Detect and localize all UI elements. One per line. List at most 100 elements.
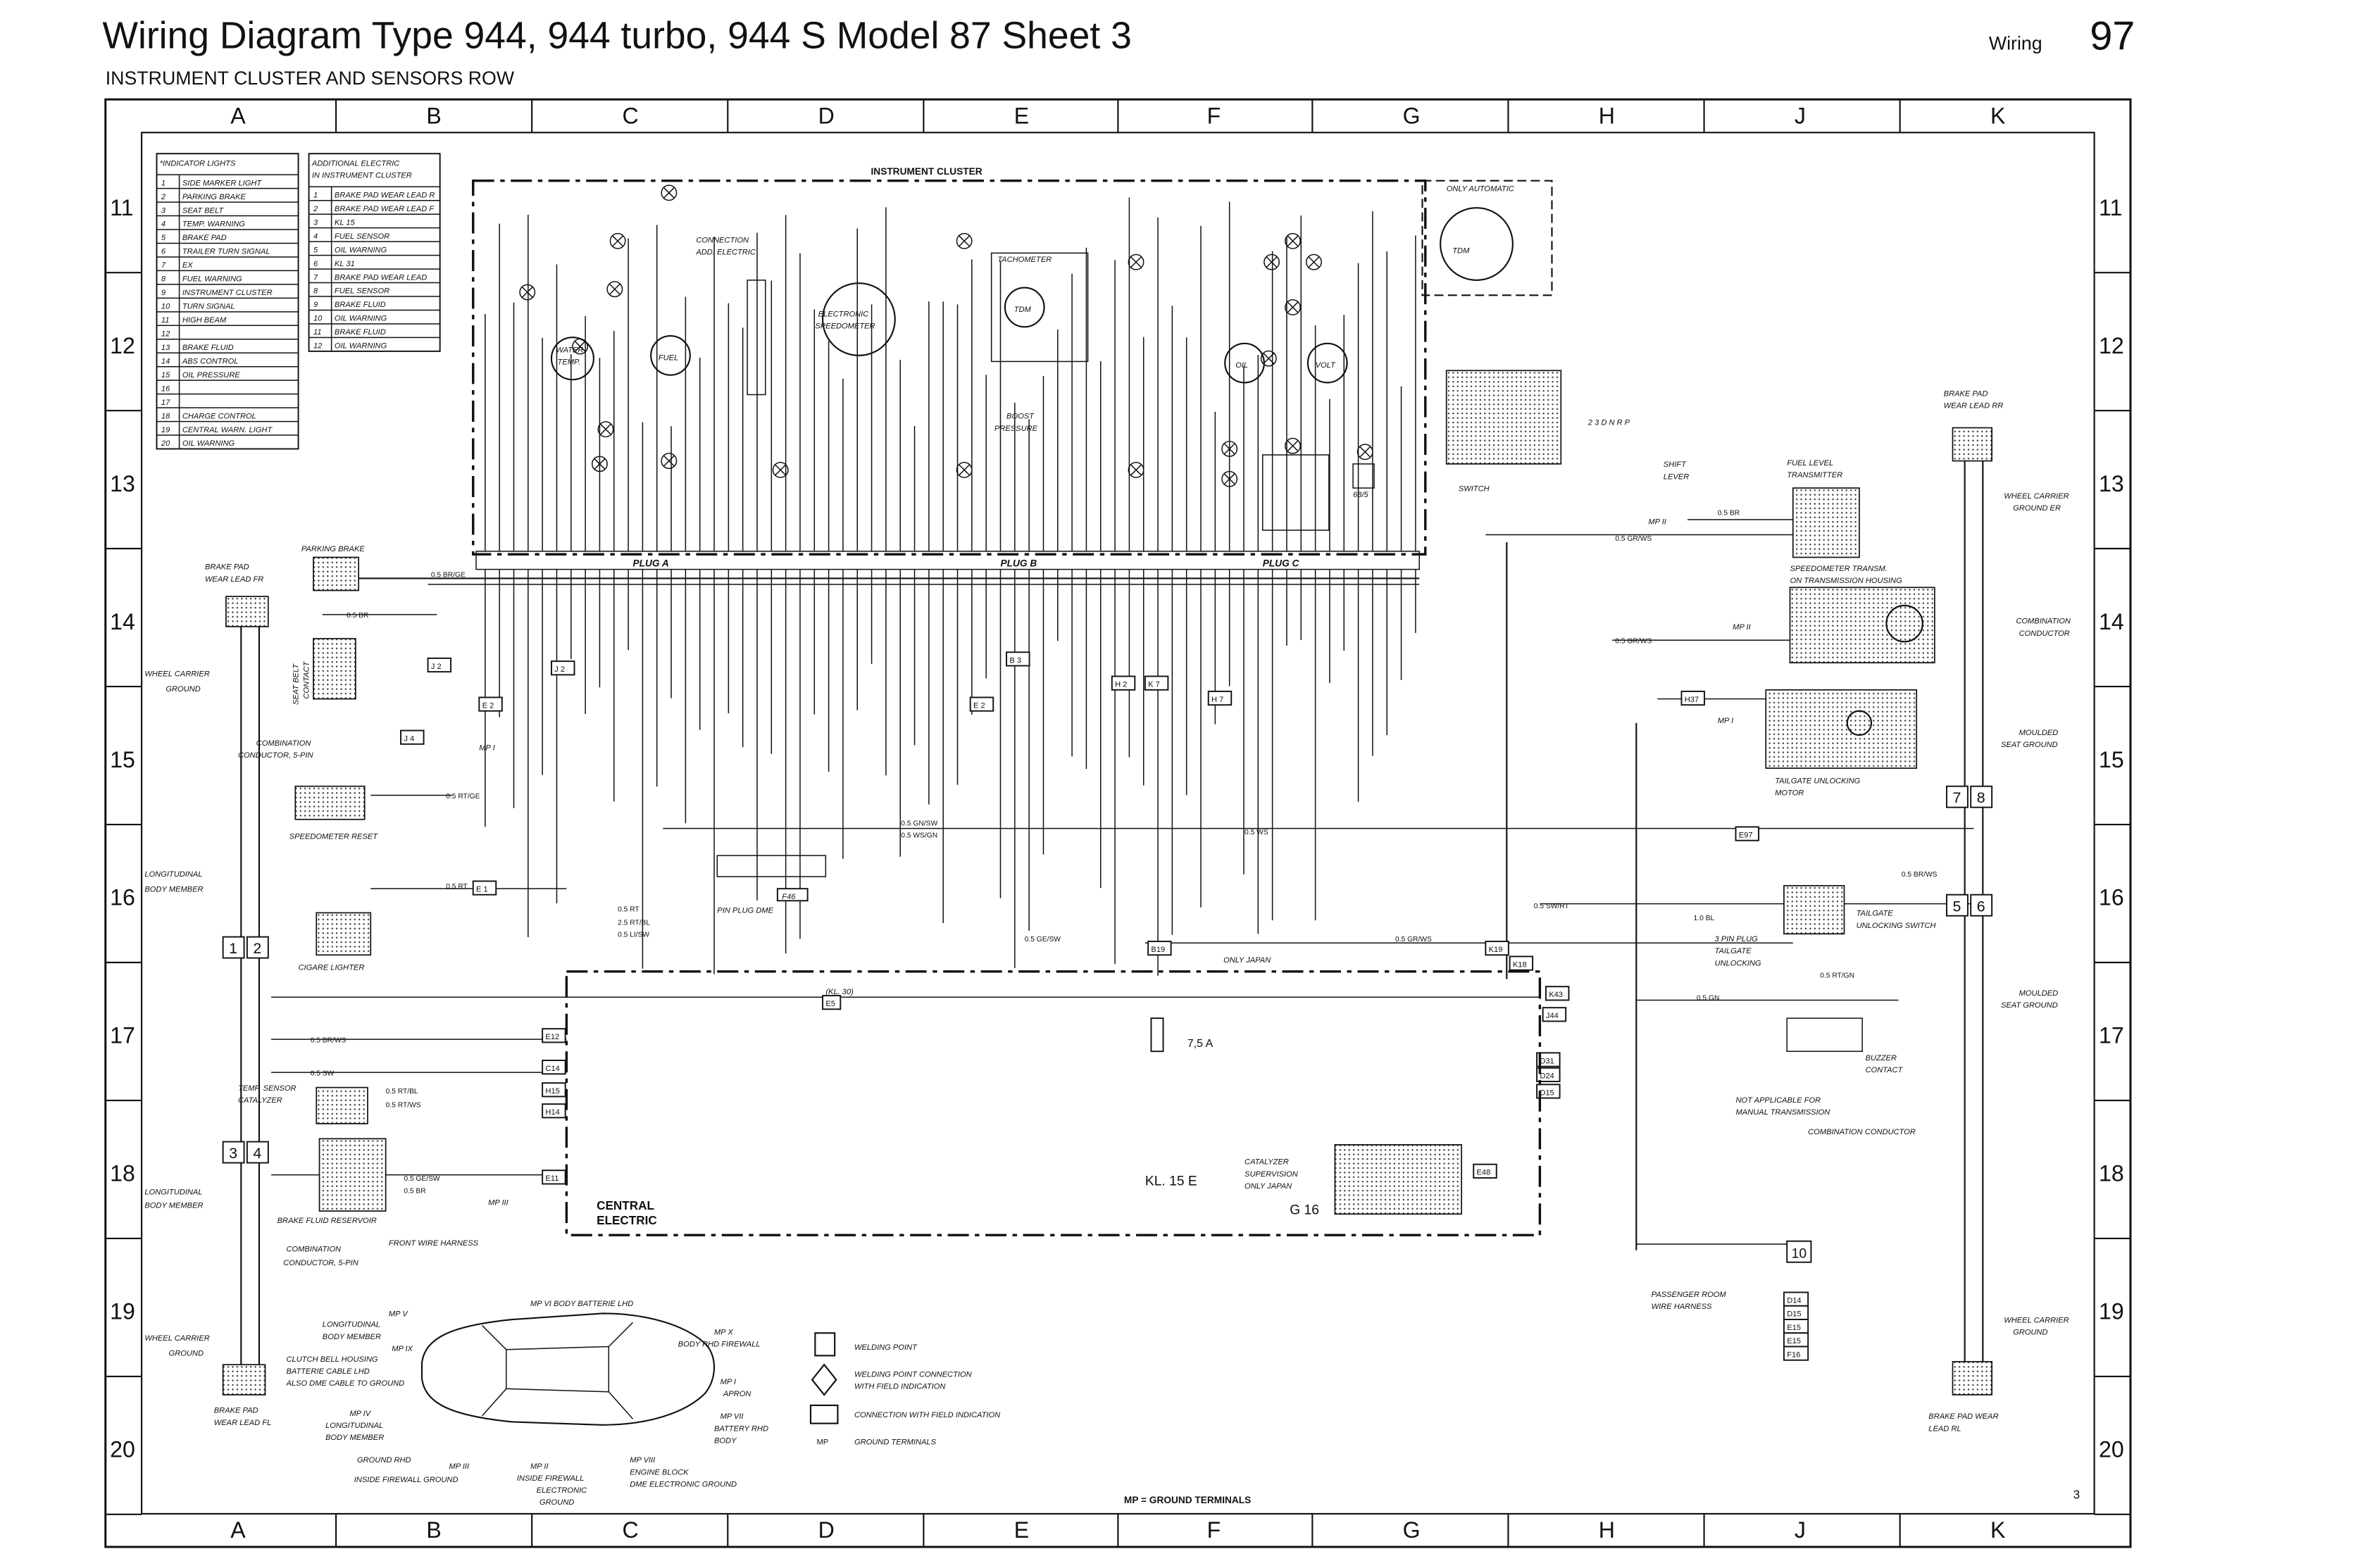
wire-label: 0.5 BR — [1718, 510, 1740, 518]
row-label-right: 19 — [2099, 1299, 2124, 1324]
row-label-left: 17 — [110, 1023, 135, 1048]
passenger-room-label-2: WIRE HARNESS — [1652, 1303, 1712, 1311]
mp-ii-right: MP II — [1648, 518, 1666, 526]
table-row-label: KL 31 — [335, 260, 355, 268]
brake-pad-fr-label-2: WEAR LEAD FR — [205, 575, 263, 584]
wire-label: 0.5 GR/WS — [1615, 535, 1652, 543]
svg-text:H 2: H 2 — [1115, 681, 1127, 689]
buzzer-label: BUZZER — [1865, 1054, 1896, 1062]
central-electric-label: CENTRAL — [597, 1199, 654, 1212]
table-row-number: 1 — [161, 179, 166, 187]
weld-point-10 — [1786, 1240, 1812, 1263]
row-label-left: 19 — [110, 1299, 135, 1324]
connector-field: H 7 — [1207, 690, 1233, 706]
table-row-number: 18 — [161, 412, 170, 420]
wire-label: 0.5 RT/GE — [446, 793, 480, 801]
car-mp-iv-2: LONGITUDINAL — [325, 1422, 383, 1430]
shift-lever-label-2: LEVER — [1664, 472, 1689, 481]
table-row-label: OIL WARNING — [335, 342, 387, 351]
svg-text:8: 8 — [1977, 789, 1985, 806]
wheel-carrier-er-label-2: GROUND ER — [2013, 504, 2061, 513]
indicator-lamp-icon — [1285, 232, 1301, 249]
table-row-label: BRAKE FLUID — [335, 301, 386, 309]
indicator-lamp-icon — [1285, 437, 1301, 454]
svg-text:E11: E11 — [545, 1174, 559, 1183]
section-label: Wiring — [1989, 33, 2042, 54]
row-label-right: 20 — [2099, 1437, 2124, 1462]
svg-text:4: 4 — [253, 1145, 261, 1162]
table-row-label: OIL PRESSURE — [182, 371, 240, 380]
connector-field: K 7 — [1144, 675, 1169, 691]
column-label-top: J — [1795, 103, 1806, 128]
brake-fluid-res-label: BRAKE FLUID RESERVOIR — [277, 1217, 377, 1225]
table-row-number: 13 — [161, 344, 170, 352]
pin-plug-dme — [716, 855, 827, 877]
wire-label: 0.5 RT/GN — [1820, 972, 1854, 979]
boost-label: BOOST — [1006, 413, 1035, 421]
f46-label: F46 — [782, 893, 796, 901]
page-title: Wiring Diagram Type 944, 944 turbo, 944 … — [102, 15, 1131, 56]
brake-fluid-reservoir — [318, 1138, 387, 1212]
footer-mp-note: MP = GROUND TERMINALS — [1124, 1495, 1251, 1505]
table-row-label: TURN SIGNAL — [182, 303, 235, 311]
welding-point: 4 — [246, 1141, 269, 1164]
cigar-lighter — [316, 912, 372, 956]
wire-label: 0.5 BR — [347, 612, 368, 620]
table-title: ADDITIONAL ELECTRIC — [311, 159, 400, 168]
footer-sheet: 3 — [2073, 1488, 2081, 1502]
row-label-right: 14 — [2099, 609, 2124, 634]
car-mp-iv: MP IV — [349, 1410, 371, 1418]
connection-block — [747, 280, 766, 396]
column-label-bottom: H — [1599, 1517, 1615, 1543]
column-label-bottom: K — [1990, 1517, 2006, 1543]
connector-field: D31 — [1536, 1052, 1561, 1067]
car-mp-ix-2: CLUTCH BELL HOUSING — [286, 1355, 378, 1364]
mp-ii-right-2: MP II — [1733, 623, 1751, 632]
only-automatic-label: ONLY AUTOMATIC — [1447, 185, 1515, 194]
svg-text:D24: D24 — [1540, 1072, 1554, 1081]
legend-connection: CONNECTION WITH FIELD INDICATION — [854, 1411, 1001, 1419]
moulded-seat-label-b-2: SEAT GROUND — [2001, 1001, 2058, 1010]
wire-label: 0.5 GE/SW — [1025, 936, 1061, 943]
table-row-label: OIL WARNING — [182, 439, 235, 448]
car-ground-rhd: GROUND RHD — [357, 1456, 411, 1464]
wire-label: 0.5 SW — [311, 1070, 335, 1077]
legend-welding-conn-2: WITH FIELD INDICATION — [854, 1382, 946, 1391]
connector-field: J44 — [1542, 1007, 1567, 1022]
table-row-label: PARKING BRAKE — [182, 193, 247, 201]
car-mp-v: MP V — [389, 1310, 408, 1319]
table-row-label: CENTRAL WARN. LIGHT — [182, 426, 273, 434]
speedometer-transmitter — [1789, 587, 1935, 664]
shift-lever-label: SHIFT — [1664, 460, 1687, 469]
connector-field: E 2 — [969, 696, 994, 712]
temp-sensor-label-2: CATALYZER — [238, 1096, 282, 1105]
connector-field: H37 — [1680, 690, 1705, 706]
plug-b-label: PLUG B — [1000, 558, 1037, 568]
tailgate-motor-label: TAILGATE UNLOCKING — [1775, 777, 1861, 785]
seat-belt-label-2: CONTACT — [303, 661, 311, 699]
indicator-lamp-icon — [1128, 253, 1144, 270]
svg-text:B19: B19 — [1151, 946, 1165, 954]
catalyzer-label-2: SUPERVISION — [1244, 1170, 1299, 1179]
indicator-lamp-icon — [1264, 253, 1280, 270]
car-mp-viii-3: DME ELECTRONIC GROUND — [630, 1480, 737, 1488]
car-mp-ii-2: INSIDE FIREWALL — [517, 1474, 584, 1483]
table-title: IN INSTRUMENT CLUSTER — [312, 171, 412, 180]
car-mp-i-2: APRON — [723, 1390, 751, 1398]
combination-5pin-label-2: CONDUCTOR, 5-PIN — [238, 751, 314, 760]
legend-welding-point: WELDING POINT — [854, 1343, 918, 1352]
kl15e-label: KL. 15 E — [1145, 1174, 1197, 1189]
brake-pad-rr — [1952, 427, 1993, 462]
indicator-lamp-icon — [661, 184, 678, 201]
svg-text:E 1: E 1 — [476, 885, 488, 893]
indicator-lamp-icon — [606, 281, 623, 298]
table-row-label: TEMP. WARNING — [182, 220, 245, 229]
wheel-carrier-rl-label: WHEEL CARRIER — [2004, 1316, 2069, 1324]
passenger-connector-label: D14 — [1787, 1296, 1801, 1305]
svg-text:E12: E12 — [545, 1033, 559, 1041]
wire-label: 0.5 RT/WS — [386, 1101, 421, 1109]
row-label-left: 16 — [110, 885, 135, 910]
svg-text:K 7: K 7 — [1148, 681, 1160, 689]
